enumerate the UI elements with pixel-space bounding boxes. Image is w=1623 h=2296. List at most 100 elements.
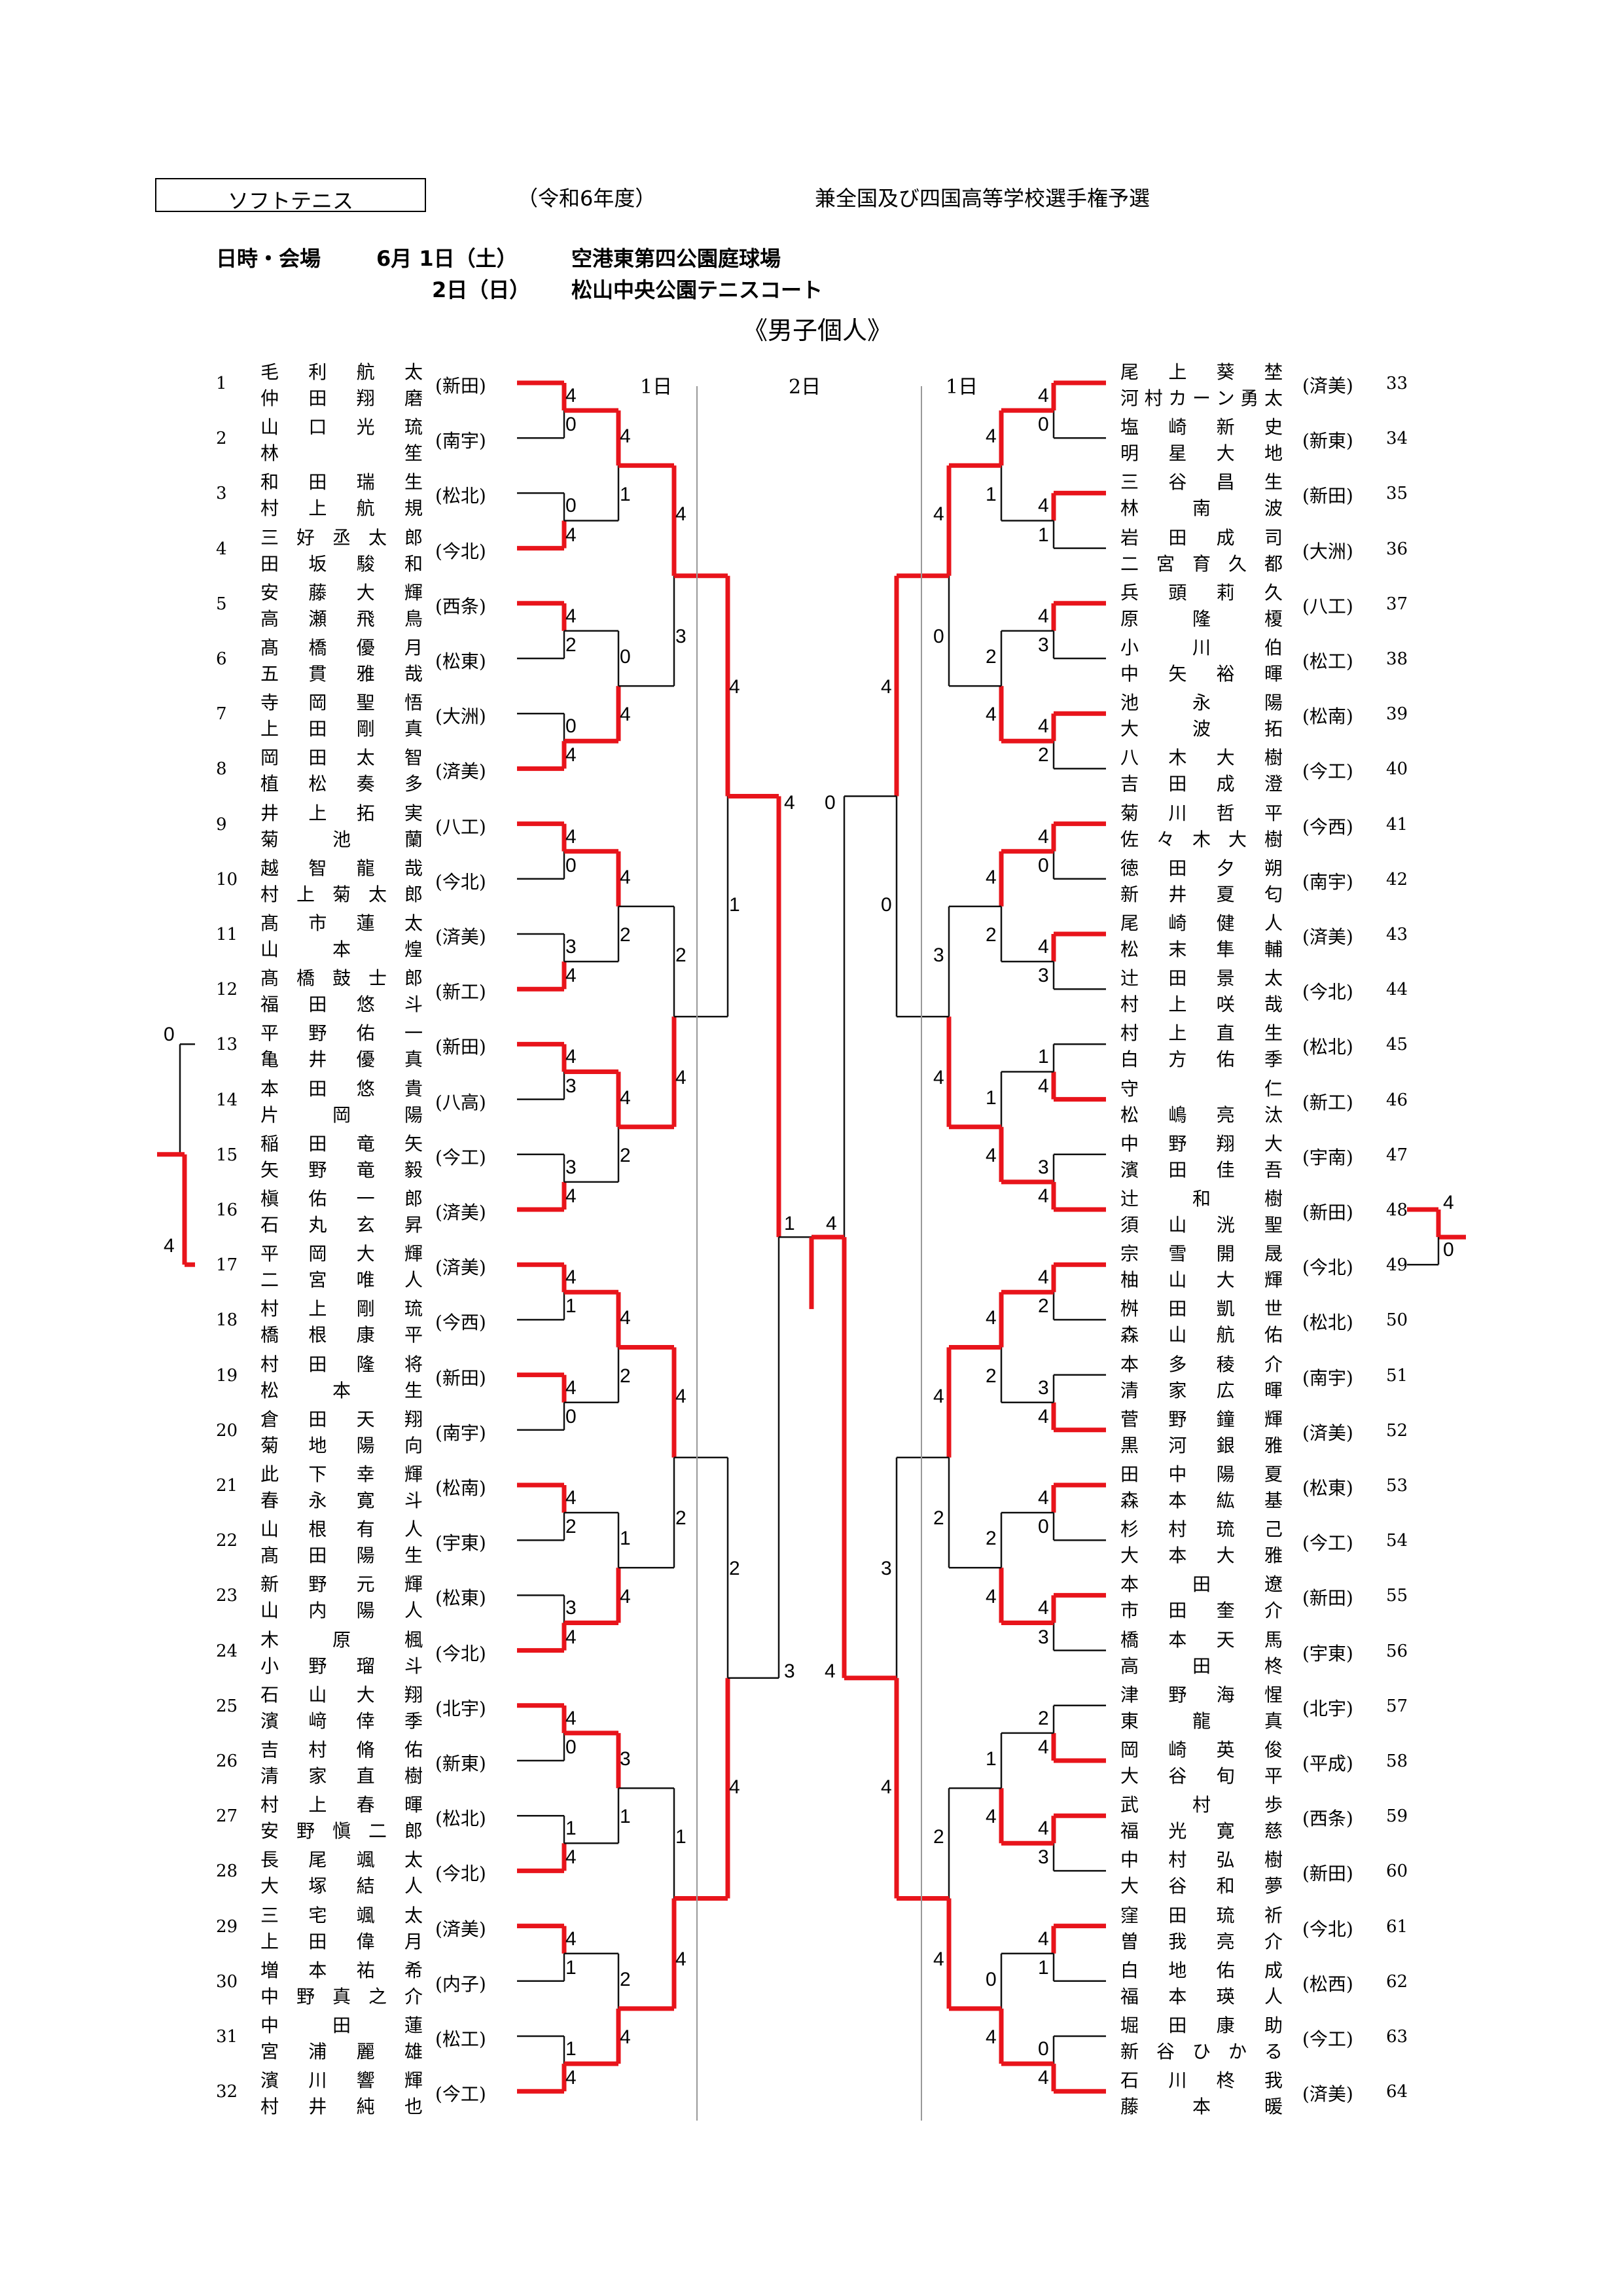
name-char: 高 (260, 607, 279, 630)
name-char: 寛 (1216, 1820, 1235, 1842)
name-char: る (1264, 2041, 1283, 2062)
match-score: 4 (565, 1046, 577, 1068)
name-char: 中 (260, 1985, 279, 2007)
name-char: 生 (404, 471, 423, 493)
name-char: 森 (1120, 1324, 1139, 1346)
name-char: 安 (260, 581, 279, 603)
name-char: 琉 (1216, 1518, 1235, 1541)
entry-number: 12 (216, 980, 238, 1000)
entry-number: 24 (216, 1641, 238, 1661)
entry-number: 32 (216, 2082, 238, 2102)
school-name: (新田) (435, 375, 486, 397)
school-name: (新東) (1302, 430, 1353, 452)
name-char: 川 (308, 2070, 327, 2092)
entry-number: 35 (1386, 484, 1408, 504)
entry-number: 56 (1386, 1641, 1408, 1661)
school-name: (新工) (1302, 1091, 1353, 1113)
match-score: 4 (675, 1948, 687, 1970)
player-name: 辻和樹 (1120, 1185, 1283, 1211)
name-char: 佳 (1216, 1158, 1235, 1181)
name-char: 旬 (1216, 1765, 1235, 1787)
school-name: (八工) (1302, 595, 1353, 617)
school-name: (今北) (435, 1863, 486, 1885)
name-char: 三 (1120, 471, 1139, 493)
name-char: 田 (1168, 1158, 1187, 1181)
player-name: 菊川哲平 (1120, 799, 1283, 825)
player-name: 越智龍哉 (260, 854, 423, 880)
name-char: 翔 (404, 1408, 423, 1430)
name-char: 杉 (1120, 1518, 1139, 1541)
entry-number: 40 (1386, 759, 1408, 780)
name-char: 月 (404, 637, 423, 658)
name-char: 宅 (308, 1904, 327, 1926)
school-name: (今工) (435, 1146, 486, 1168)
name-char: 田 (1168, 773, 1187, 795)
name-char: 颯 (356, 1904, 375, 1926)
name-char: 仲 (260, 387, 279, 409)
entry-number: 3 (216, 484, 227, 504)
name-char: 田 (308, 471, 327, 493)
name-char: 村 (1120, 1022, 1139, 1045)
player-name: 原隆榎 (1120, 605, 1283, 631)
name-char: 平 (1264, 1765, 1283, 1787)
name-char: 槇 (260, 1188, 279, 1210)
name-char: 大 (1228, 828, 1247, 850)
match-score: 1 (620, 483, 631, 505)
match-score: 3 (1038, 1846, 1049, 1869)
name-char: 和 (404, 552, 423, 575)
name-char: 山 (260, 939, 279, 960)
name-char: 雪 (1168, 1243, 1187, 1265)
name-char: 瑞 (356, 471, 375, 493)
name-char: 谷 (1168, 1765, 1187, 1787)
name-char: 拓 (356, 802, 375, 824)
name-char: 元 (356, 1573, 375, 1596)
name-char: 波 (1264, 497, 1283, 520)
match-score: 2 (675, 1507, 687, 1530)
name-char: 三 (260, 1904, 279, 1926)
school-name: (新田) (1302, 1863, 1353, 1885)
name-char: 都 (1264, 552, 1283, 575)
name-char: 宮 (1156, 552, 1175, 575)
player-name: 池永陽 (1120, 689, 1283, 715)
player-name: 白方佑季 (1120, 1045, 1283, 1071)
match-score: 3 (1038, 1626, 1049, 1648)
match-score: 4 (565, 1846, 577, 1869)
name-char: 昇 (404, 1214, 423, 1236)
entry-number: 22 (216, 1531, 238, 1551)
entry-number: 43 (1386, 925, 1408, 944)
player-name: 安藤大輝 (260, 579, 423, 605)
name-char: 雅 (1264, 1434, 1283, 1456)
name-char: 雄 (404, 2041, 423, 2062)
name-char: 坂 (308, 552, 327, 575)
name-char: 夢 (1264, 1875, 1283, 1897)
name-char: 剛 (356, 718, 375, 740)
name-char: 明 (1120, 442, 1139, 465)
school-name: (新田) (435, 1036, 486, 1058)
name-char: 智 (404, 747, 423, 769)
school-name: (松東) (435, 651, 486, 672)
name-char: 岡 (1120, 1739, 1139, 1761)
name-char: 輝 (404, 2070, 423, 2092)
name-char: 毅 (404, 1158, 423, 1181)
name-char: 暖 (1264, 2096, 1283, 2118)
school-name: (松南) (435, 1477, 486, 1499)
player-name: 新野元輝 (260, 1570, 423, 1596)
entry-number: 36 (1386, 539, 1408, 559)
name-char: 山 (308, 1683, 327, 1706)
day2-venue: 松山中央公園テニスコート (571, 278, 823, 302)
match-score: 4 (565, 1487, 577, 1509)
name-char: 徳 (1120, 857, 1139, 879)
name-char: 鳥 (404, 607, 423, 630)
name-char: 亮 (1216, 1103, 1235, 1126)
player-name: 村上剛琉 (260, 1295, 423, 1321)
name-char: 健 (1216, 912, 1235, 934)
name-char: 成 (1216, 526, 1235, 548)
name-char: 武 (1120, 1794, 1139, 1816)
match-score: 4 (1038, 1736, 1049, 1758)
name-char: 琉 (404, 1298, 423, 1320)
name-char: 尾 (1120, 361, 1139, 383)
name-char: 楓 (404, 1628, 423, 1651)
name-char: 雅 (1264, 1545, 1283, 1567)
school-name: (済美) (1302, 375, 1353, 397)
player-name: 岡崎英俊 (1120, 1736, 1283, 1762)
